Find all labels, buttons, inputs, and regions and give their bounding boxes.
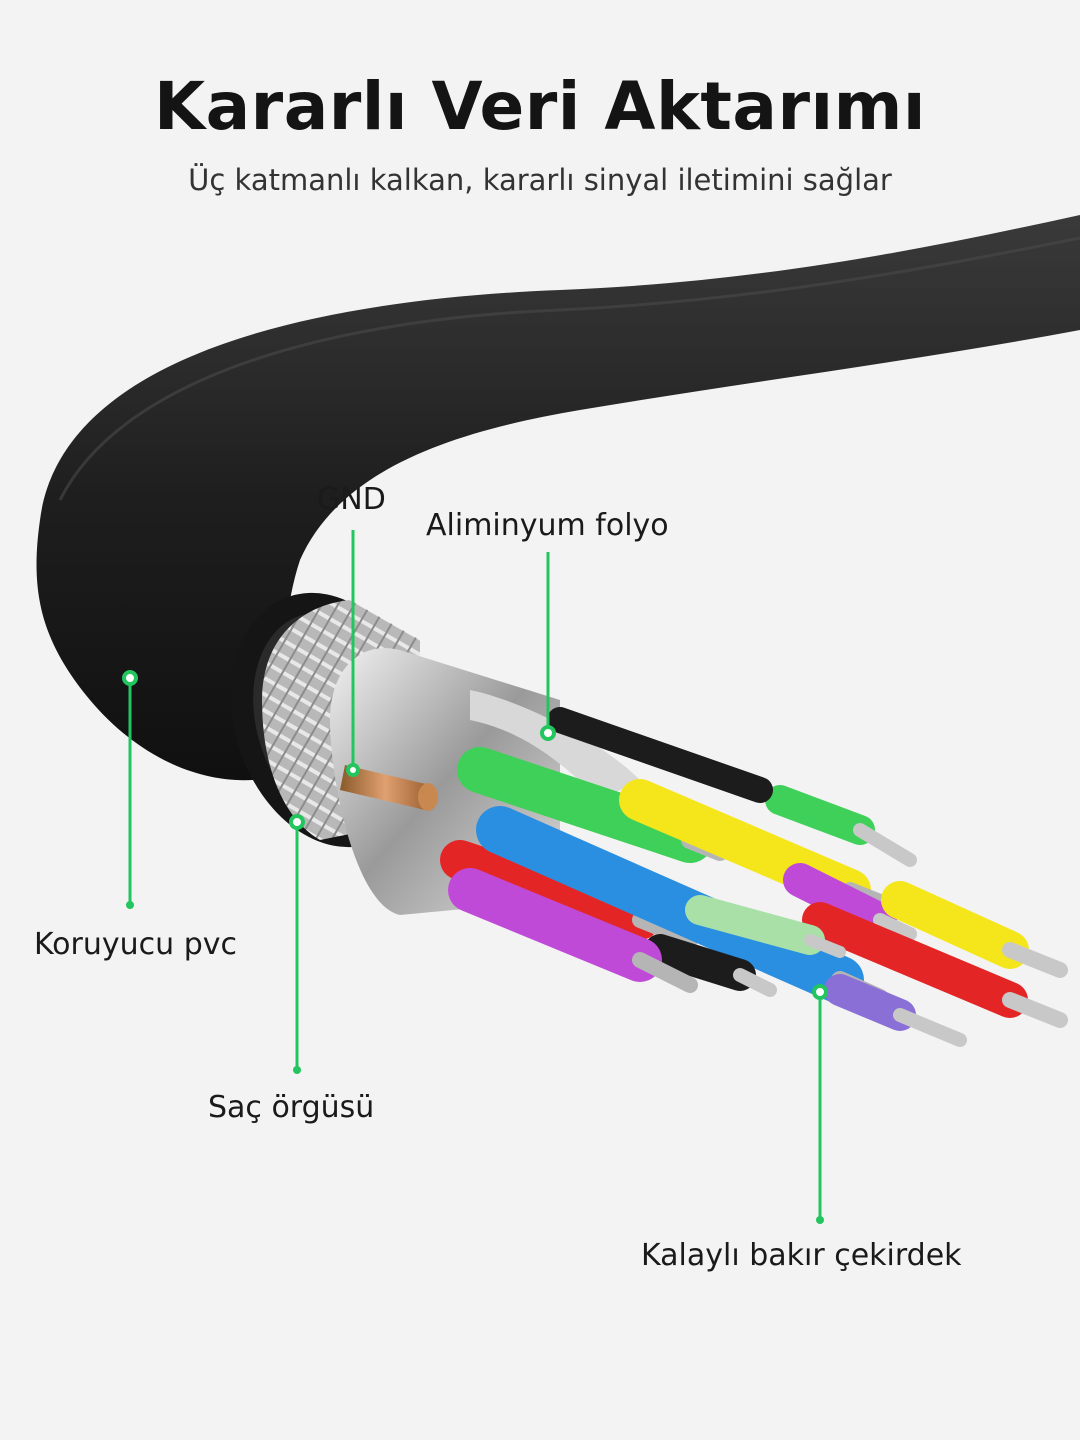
callout-end-dots bbox=[126, 901, 824, 1224]
label-tinned-copper-core: Kalaylı bakır çekirdek bbox=[641, 1238, 962, 1273]
label-gnd: GND bbox=[317, 482, 386, 517]
page-subtitle: Üç katmanlı kalkan, kararlı sinyal ileti… bbox=[188, 163, 892, 197]
colored-wires bbox=[440, 707, 1068, 1047]
gnd-copper-core bbox=[340, 765, 438, 811]
page-title: Kararlı Veri Aktarımı bbox=[153, 68, 927, 145]
label-braid: Saç örgüsü bbox=[208, 1090, 375, 1125]
label-protective-pvc: Koruyucu pvc bbox=[34, 927, 237, 962]
callout-leaders bbox=[128, 530, 822, 1220]
callout-dots bbox=[122, 670, 828, 1000]
cable-jacket bbox=[36, 215, 1080, 781]
label-aluminum-foil: Aliminyum folyo bbox=[426, 508, 669, 543]
